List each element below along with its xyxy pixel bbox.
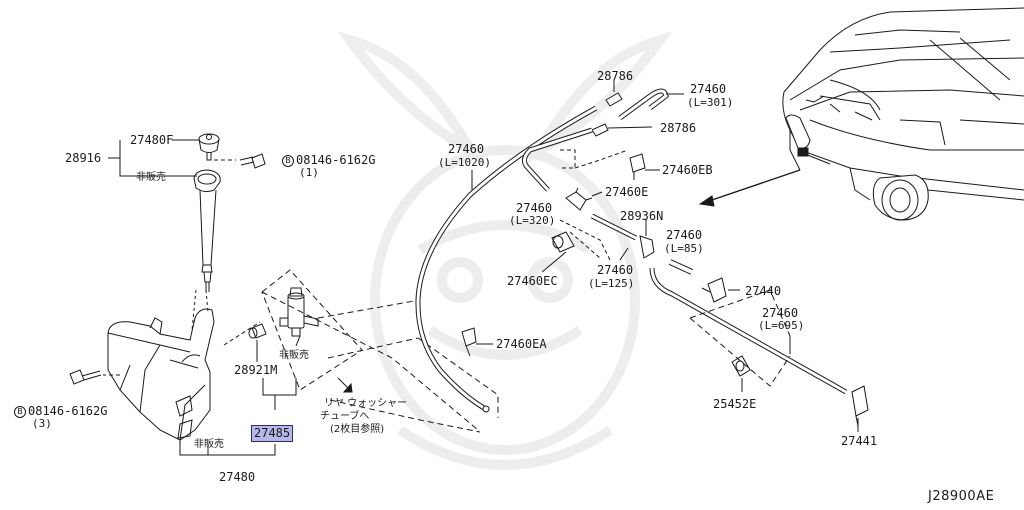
label-27460e: 27460E <box>605 185 649 199</box>
label-27460ea: 27460EA <box>496 337 547 351</box>
nozzle-27440-icon <box>701 277 727 303</box>
label-rear-washer-note-line2: チューブへ <box>320 411 370 422</box>
label-25452e: 25452E <box>713 397 757 411</box>
label-27460eb: 27460EB <box>662 163 713 177</box>
filler-cap-icon <box>198 133 220 161</box>
label-28786-top: 28786 <box>597 69 634 83</box>
label-28936n: 28936N <box>620 209 664 223</box>
bolt-left-part-number: 08146-6162G <box>28 404 108 418</box>
nozzle-27441-icon <box>851 385 869 427</box>
label-27460ec: 27460EC <box>507 274 558 288</box>
label-27460-l125: 27460 <box>597 263 634 277</box>
filler-neck-icon <box>193 169 221 292</box>
label-27441: 27441 <box>841 434 878 448</box>
label-27480: 27480 <box>219 470 256 484</box>
label-27440: 27440 <box>745 284 782 298</box>
clip-27460eb-icon <box>629 153 646 180</box>
bolt-symbol-icon: B <box>282 155 294 167</box>
label-not-sold-filler: 非販売 <box>136 172 166 183</box>
grommet-icon <box>248 323 267 339</box>
label-27480f: 27480F <box>130 133 174 147</box>
grommet-27460ec-icon <box>551 231 575 253</box>
hose-l85-icon <box>668 259 694 275</box>
connector-27460e-icon <box>565 187 593 211</box>
label-bolt-left-qty: (3) <box>32 417 52 430</box>
watermark-emblem <box>337 31 673 470</box>
label-28921m: 28921M <box>234 363 278 377</box>
label-not-sold-tank: 非販売 <box>194 439 224 450</box>
bolt-symbol-icon: B <box>14 406 26 418</box>
label-27460-l320: 27460 <box>516 201 553 215</box>
label-27460-l301-length: (L=301) <box>687 96 734 109</box>
label-27460-l320-length: (L=320) <box>509 214 556 227</box>
label-27460-l695: 27460 <box>762 306 799 320</box>
hose-l320-icon <box>522 127 593 192</box>
joint-28786-top-icon <box>605 92 623 107</box>
washer-tank-icon <box>107 308 215 441</box>
clip-27460ea-icon <box>461 327 477 357</box>
washer-pump-icon <box>279 287 319 337</box>
label-27460-l85: 27460 <box>666 228 703 242</box>
label-rear-washer-note-line3: (2枚目参照) <box>330 424 385 435</box>
hose-l125-icon <box>590 213 638 241</box>
label-27460-l1020: 27460 <box>448 142 485 156</box>
hose-l301-icon <box>618 88 669 121</box>
label-27460-l85-length: (L=85) <box>664 242 704 255</box>
joint-28786-mid-icon <box>591 123 609 137</box>
label-27460-l125-length: (L=125) <box>588 277 635 290</box>
label-rear-washer-note-line1: リヤ ウォッシャー <box>324 398 408 409</box>
label-27460-l695-length: (L=695) <box>758 319 805 332</box>
label-28786-mid: 28786 <box>660 121 697 135</box>
hose-l1020-icon <box>415 105 598 413</box>
clip-25452e-icon <box>731 355 751 377</box>
label-28916: 28916 <box>65 151 102 165</box>
label-27485-highlighted[interactable]: 27485 <box>251 425 294 442</box>
bolt-left-icon <box>69 369 102 385</box>
hose-l695-icon <box>649 267 848 395</box>
label-27460-l1020-length: (L=1020) <box>438 156 491 169</box>
diagram-reference-code: J28900AE <box>928 489 995 504</box>
vehicle-illustration <box>782 7 1024 221</box>
bolt-upper-icon <box>239 153 266 169</box>
check-valve-icon <box>639 220 655 259</box>
label-27460-l301: 27460 <box>690 82 727 96</box>
label-bolt-upper-qty: (1) <box>299 166 319 179</box>
label-not-sold-pump: 非販売 <box>279 350 309 361</box>
bolt-upper-part-number: 08146-6162G <box>296 153 376 167</box>
